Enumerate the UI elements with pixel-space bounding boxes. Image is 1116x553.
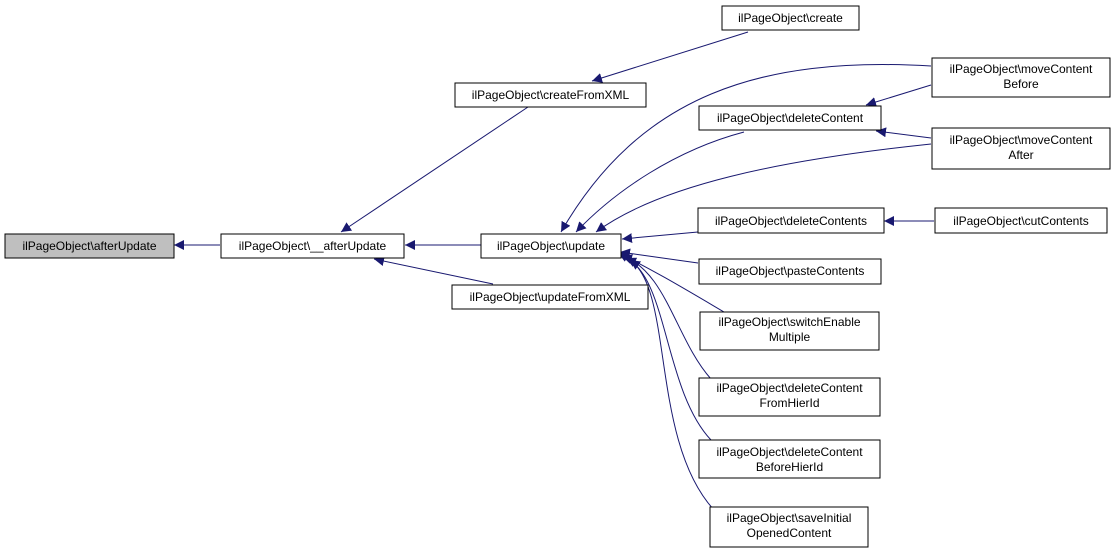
node-label: ilPageObject\update (497, 239, 605, 253)
node-label: ilPageObject\deleteContent (717, 111, 864, 125)
node-label: ilPageObject\__afterUpdate (239, 239, 387, 253)
edge-moveContentAfter-to-update (595, 143, 932, 233)
node-afterUpdate[interactable]: ilPageObject\afterUpdate (4, 233, 175, 259)
node-updateFromXML[interactable]: ilPageObject\updateFromXML (451, 284, 649, 310)
edge-moveContentBefore-to-update (560, 64, 932, 233)
node-label: ilPageObject\saveInitial (727, 511, 852, 525)
node-label: ilPageObject\moveContent (950, 133, 1093, 147)
edge-saveInitialOpenedContent-to-update (629, 259, 715, 511)
node-createFromXML[interactable]: ilPageObject\createFromXML (454, 82, 647, 108)
node-label: ilPageObject\updateFromXML (470, 290, 631, 304)
node-cutContents[interactable]: ilPageObject\cutContents (934, 207, 1108, 234)
node-label: ilPageObject\cutContents (953, 214, 1088, 228)
node-label: BeforeHierId (756, 460, 823, 474)
node-label: Multiple (769, 330, 811, 344)
node-saveInitialOpenedContent[interactable]: ilPageObject\saveInitial OpenedContent (709, 506, 869, 548)
node-label: ilPageObject\deleteContents (715, 214, 867, 228)
node-moveContentAfter[interactable]: ilPageObject\moveContent After (931, 127, 1111, 170)
node-label: ilPageObject\pasteContents (716, 264, 865, 278)
node-deleteContents[interactable]: ilPageObject\deleteContents (697, 207, 885, 234)
edge-moveContentAfter-to-deleteContent (875, 127, 932, 139)
node-pasteContents[interactable]: ilPageObject\pasteContents (698, 258, 882, 285)
node-label: ilPageObject\moveContent (950, 62, 1093, 76)
edge-updateFromXML-to-__afterUpdate (373, 256, 494, 285)
node-deleteContentBeforeHierId[interactable]: ilPageObject\deleteContent BeforeHierId (698, 439, 881, 479)
node-label: Before (1003, 77, 1039, 91)
node-label: After (1008, 148, 1033, 162)
edge-pasteContents-to-update (619, 248, 699, 264)
node-create[interactable]: ilPageObject\create (721, 5, 860, 31)
edge-deleteContentFromHierId-to-update (621, 254, 712, 380)
node-deleteContent[interactable]: ilPageObject\deleteContent (698, 105, 882, 131)
node-moveContentBefore[interactable]: ilPageObject\moveContent Before (931, 57, 1111, 98)
node-switchEnableMultiple[interactable]: ilPageObject\switchEnable Multiple (699, 311, 880, 351)
node-label: ilPageObject\deleteContent (716, 381, 863, 395)
node-label: ilPageObject\deleteContent (716, 445, 863, 459)
edges (174, 31, 934, 511)
edge-deleteContents-to-update (621, 231, 699, 244)
node-label: ilPageObject\afterUpdate (22, 239, 156, 253)
node-label: ilPageObject\createFromXML (472, 88, 630, 102)
edge-createFromXML-to-__afterUpdate (340, 106, 529, 233)
node-label: ilPageObject\switchEnable (718, 315, 860, 329)
edge-moveContentBefore-to-deleteContent (865, 84, 932, 107)
node-update[interactable]: ilPageObject\update (480, 233, 622, 259)
edge-deleteContent-to-update (575, 131, 745, 233)
edge-create-to-createFromXML (591, 31, 749, 83)
node-label: ilPageObject\create (738, 11, 843, 25)
node-label: OpenedContent (747, 526, 832, 540)
node-__afterUpdate[interactable]: ilPageObject\__afterUpdate (220, 233, 405, 259)
node-label: FromHierId (759, 396, 819, 410)
node-deleteContentFromHierId[interactable]: ilPageObject\deleteContent FromHierId (698, 377, 881, 417)
